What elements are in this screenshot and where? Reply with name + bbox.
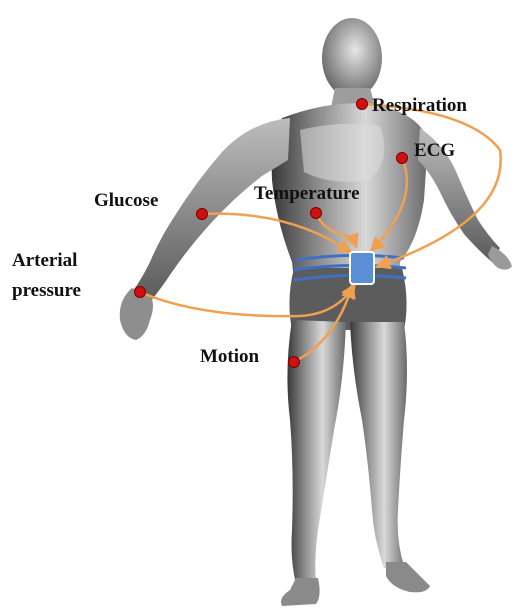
label-glucose: Glucose — [94, 190, 158, 211]
label-respiration: Respiration — [372, 95, 467, 116]
hand-right — [488, 246, 512, 270]
sensor-arterial-dot — [135, 287, 146, 298]
sensor-temperature-dot — [311, 208, 322, 219]
sensor-motion-dot — [289, 357, 300, 368]
sensor-ecg-dot — [397, 153, 408, 164]
label-motion: Motion — [200, 346, 260, 367]
label-arterial-line1: Arterial — [12, 250, 77, 271]
sensor-glucose-dot — [197, 209, 208, 220]
sensor-respiration-dot — [357, 99, 368, 110]
leg-right — [350, 322, 407, 568]
hub-device — [350, 252, 374, 284]
foot-right — [386, 562, 430, 592]
label-temperature: Temperature — [254, 183, 360, 204]
foot-left — [281, 578, 320, 606]
label-ecg: ECG — [414, 140, 455, 161]
label-arterial-line2: pressure — [12, 280, 81, 301]
head — [322, 18, 382, 98]
